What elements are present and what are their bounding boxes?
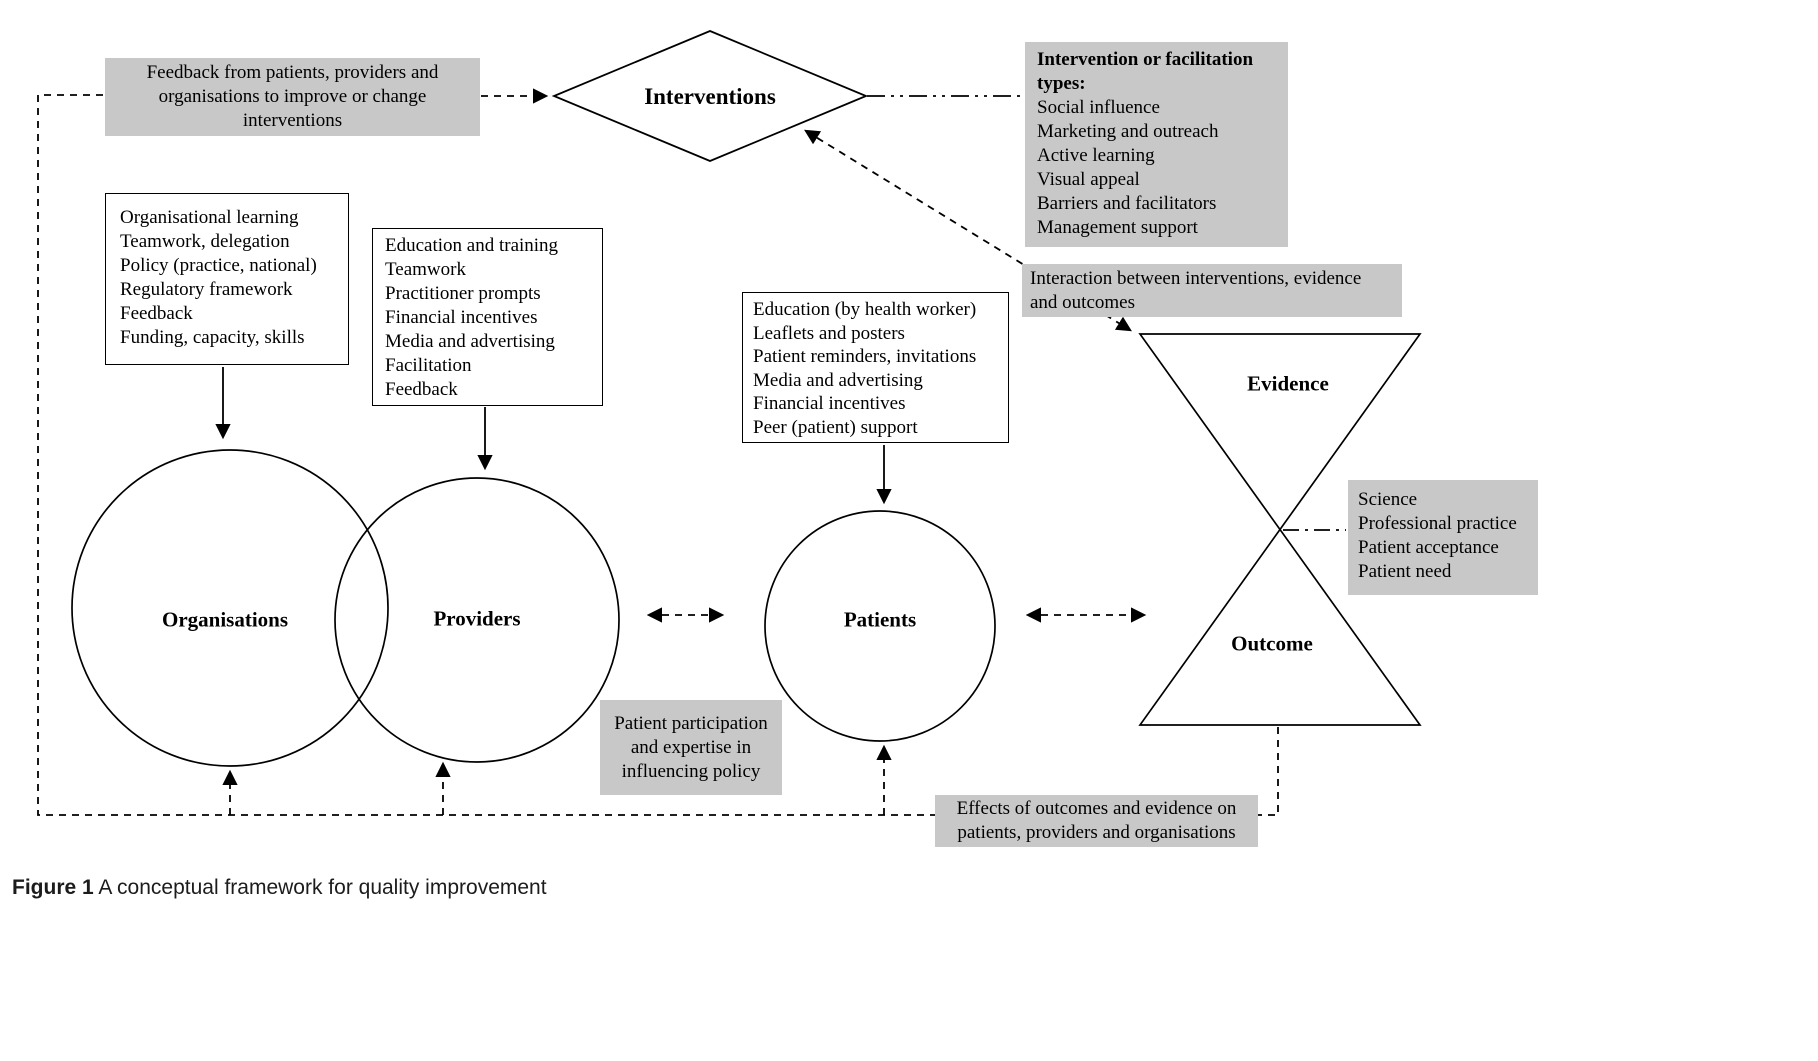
text-line: Policy (practice, national)	[120, 255, 317, 276]
text-line: Patient participation	[614, 712, 768, 734]
text-line: types:	[1037, 73, 1086, 94]
text-line: Active learning	[1037, 145, 1155, 166]
text-line: organisations to improve or change	[158, 86, 427, 107]
text-line: Media and advertising	[753, 369, 923, 391]
text-line: interventions	[242, 110, 343, 131]
patients-node-label: Patients	[843, 607, 917, 632]
text-line: Feedback	[120, 303, 193, 324]
effects-box: Effects of outcomes and evidence on patie…	[935, 795, 1258, 847]
intervention-types-box: Intervention or facilitation types: Socia…	[1025, 42, 1288, 247]
text-line: Practitioner prompts	[385, 283, 541, 304]
text-line: Visual appeal	[1037, 169, 1140, 190]
text-line: Facilitation	[385, 355, 472, 376]
text-line: Barriers and facilitators	[1037, 193, 1217, 214]
text-line: Education (by health worker)	[753, 299, 977, 320]
text-line: Management support	[1037, 217, 1198, 238]
evidence-node-label: Evidence	[1247, 371, 1329, 396]
patient-factors-box: Education (by health worker)Leaflets and…	[742, 292, 1009, 443]
text-line: Peer (patient) support	[753, 416, 918, 438]
text-line: Interaction between interventions, evide…	[1030, 268, 1362, 289]
organisations-node-label: Organisations	[161, 607, 289, 632]
text-line: Feedback from patients, providers and	[146, 62, 439, 83]
feedback-to-interventions-box: Feedback from patients, providers and org…	[105, 58, 480, 136]
text-line: Patient reminders, invitations	[753, 346, 977, 367]
text-line: Leaflets and posters	[753, 322, 905, 344]
text-line: Intervention or facilitation	[1037, 49, 1254, 70]
text-line: Education and training	[385, 235, 559, 256]
text-line: patients, providers and organisations	[957, 822, 1236, 843]
intervention-types-title: Intervention or facilitation types:	[1037, 48, 1276, 96]
text-line: Teamwork, delegation	[120, 231, 290, 252]
text-line: Organisational learning	[120, 207, 299, 228]
providers-node-label: Providers	[433, 606, 521, 631]
providers-circle	[334, 477, 620, 763]
figure-caption-label: Figure 1	[12, 876, 94, 899]
text-line: Regulatory framework	[120, 279, 293, 300]
text-line: and expertise in	[630, 736, 752, 758]
interventions-node-label: Interventions	[644, 84, 776, 109]
figure-caption: Figure 1 A conceptual framework for qual…	[12, 876, 547, 900]
text-line: Effects of outcomes and evidence on	[956, 798, 1237, 819]
text-line: Financial incentives	[753, 393, 906, 414]
text-line: Feedback	[385, 379, 458, 400]
interventions-diamond	[551, 30, 869, 162]
text-line: and outcomes	[1030, 292, 1136, 313]
text-line: Media and advertising	[385, 331, 555, 352]
evidence-outcome-hourglass	[1138, 333, 1422, 726]
organisations-circle	[71, 449, 389, 767]
figure-caption-text: A conceptual framework for quality impro…	[93, 876, 547, 899]
feedback-loop-path	[37, 94, 1279, 816]
patients-circle	[764, 510, 996, 742]
text-line: Financial incentives	[385, 307, 538, 328]
text-line: Funding, capacity, skills	[120, 327, 305, 348]
text-line: influencing policy	[621, 760, 761, 782]
outcome-node-label: Outcome	[1231, 631, 1313, 656]
text-line: Teamwork	[385, 259, 466, 280]
interaction-box: Interaction between interventions, evide…	[1022, 264, 1402, 317]
text-line: Science	[1358, 489, 1418, 510]
text-line: Patient need	[1358, 561, 1452, 582]
text-line: Professional practice	[1358, 513, 1517, 534]
text-line: Social influence	[1037, 97, 1160, 118]
text-line: Patient acceptance	[1358, 537, 1499, 558]
text-line: Marketing and outreach	[1037, 121, 1219, 142]
